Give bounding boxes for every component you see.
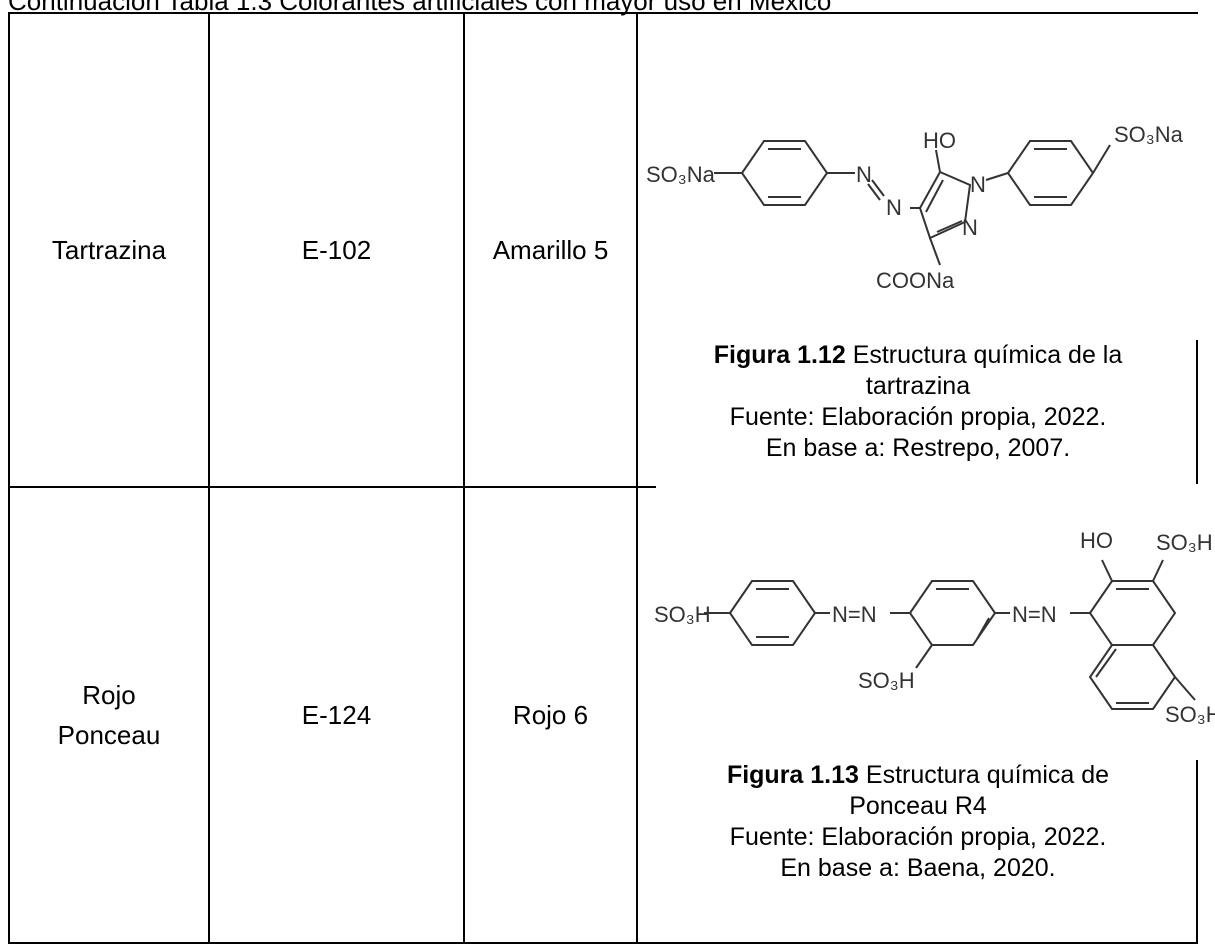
- figure-1-12-title-line1: Estructura química de la: [852, 341, 1123, 369]
- cell-colorant-name: Tartrazina: [10, 14, 208, 486]
- tartrazine-right-group: SO₃Na: [1114, 122, 1184, 147]
- figure-1-12-based-on: En base a: Restrepo, 2007.: [765, 434, 1071, 462]
- figure-1-13-title: Figura 1.13 Estructura química de: [640, 760, 1196, 791]
- tartrazine-azo-n2: N: [886, 195, 902, 220]
- table-bottom-border: [8, 942, 1198, 944]
- figure-1-12-caption: Figura 1.12 Estructura química de la tar…: [640, 340, 1196, 464]
- fdc-name-text-2: Rojo 6: [512, 700, 589, 730]
- fdc-name-text: Amarillo 5: [492, 235, 609, 265]
- tartrazine-structure-diagram: SO₃Na N N HO N N COONa SO₃Na: [646, 122, 1184, 293]
- ponceau-structure-diagram: SO₃H N=N N=N SO₃H HO SO₃H SO₃H: [654, 528, 1215, 727]
- figure-1-12-label: Figura 1.12: [713, 341, 846, 369]
- tartrazine-carboxylate: COONa: [876, 268, 955, 293]
- tartrazine-hydroxyl: HO: [923, 128, 956, 153]
- ponceau-top-right-group: SO₃H: [1156, 530, 1213, 555]
- figure-1-13-based-on: En base a: Baena, 2020.: [780, 854, 1056, 882]
- figure-1-12-source: Fuente: Elaboración propia, 2022.: [729, 403, 1107, 431]
- colorant-name-line1: Rojo: [82, 680, 136, 710]
- cell-e-code: E-102: [210, 14, 463, 486]
- table-row-divider: [8, 486, 656, 488]
- ponceau-hydroxyl: HO: [1080, 528, 1113, 553]
- ponceau-azo-1: N=N: [832, 602, 877, 627]
- tartrazine-ring-n3: N: [970, 172, 986, 197]
- table-col-divider-3: [636, 12, 638, 944]
- colorant-name-line2: Ponceau: [57, 720, 161, 750]
- table-left-border: [8, 12, 10, 944]
- ponceau-bottom-right-group: SO₃H: [1165, 702, 1215, 727]
- figure-1-13-title-line2: Ponceau R4: [849, 792, 987, 820]
- figure-1-13-source: Fuente: Elaboración propia, 2022.: [729, 823, 1107, 851]
- figure-1-13-title-line1: Estructura química de: [865, 761, 1110, 789]
- cell-fdc-name: Amarillo 5: [465, 14, 636, 486]
- tartrazine-ring-n4: N: [962, 215, 978, 240]
- ponceau-left-group: SO₃H: [654, 602, 711, 627]
- tartrazine-azo-n1: N: [856, 162, 872, 187]
- colorant-name-text: Tartrazina: [51, 235, 167, 265]
- table-col-divider-2: [463, 12, 465, 944]
- e-code-text-2: E-124: [301, 700, 372, 730]
- figure-1-12-title-line2: tartrazina: [865, 372, 971, 400]
- cell-fdc-name-2: Rojo 6: [465, 488, 636, 942]
- figure-1-13-caption: Figura 1.13 Estructura química de Poncea…: [640, 760, 1196, 884]
- ponceau-azo-2: N=N: [1012, 602, 1057, 627]
- table-col-divider-1: [208, 12, 210, 944]
- table-top-border: [8, 12, 1198, 14]
- figure-1-13-label: Figura 1.13: [726, 761, 859, 789]
- e-code-text: E-102: [301, 235, 372, 265]
- tartrazine-left-group: SO₃Na: [646, 162, 716, 187]
- figure-1-12-title: Figura 1.12 Estructura química de la: [640, 340, 1196, 371]
- ponceau-mid-group: SO₃H: [858, 668, 915, 693]
- table-right-edge-lower: [1196, 760, 1198, 944]
- cell-e-code-2: E-124: [210, 488, 463, 942]
- table-right-edge-upper: [1196, 340, 1198, 484]
- cell-colorant-name-2: Rojo Ponceau: [10, 488, 208, 942]
